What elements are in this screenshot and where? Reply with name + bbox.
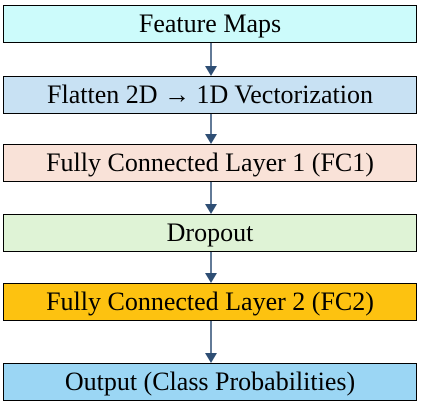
arrow-2-head (205, 134, 217, 144)
arrow-1 (205, 43, 217, 76)
step-fc1-label: Fully Connected Layer 1 (FC1) (46, 148, 374, 177)
arrow-2 (205, 114, 217, 144)
step-fc2: Fully Connected Layer 2 (FC2) (3, 283, 417, 321)
step-flatten-label: Flatten 2D → 1D Vectorization (47, 80, 373, 109)
arrow-5-head (205, 353, 217, 363)
arrow-1-head (205, 66, 217, 76)
step-output: Output (Class Probabilities) (3, 363, 417, 401)
step-fc2-label: Fully Connected Layer 2 (FC2) (46, 287, 374, 316)
arrow-3-head (205, 204, 217, 214)
step-dropout-label: Dropout (166, 218, 254, 247)
step-flatten: Flatten 2D → 1D Vectorization (3, 76, 417, 114)
arrow-3 (205, 182, 217, 214)
step-output-label: Output (Class Probabilities) (64, 367, 356, 396)
arrow-4-head (205, 273, 217, 283)
arrow-5 (205, 321, 217, 363)
step-feature-maps-label: Feature Maps (138, 9, 282, 38)
step-feature-maps: Feature Maps (3, 5, 417, 43)
step-fc1: Fully Connected Layer 1 (FC1) (3, 144, 417, 182)
step-dropout: Dropout (3, 214, 417, 252)
arrow-4 (205, 252, 217, 283)
